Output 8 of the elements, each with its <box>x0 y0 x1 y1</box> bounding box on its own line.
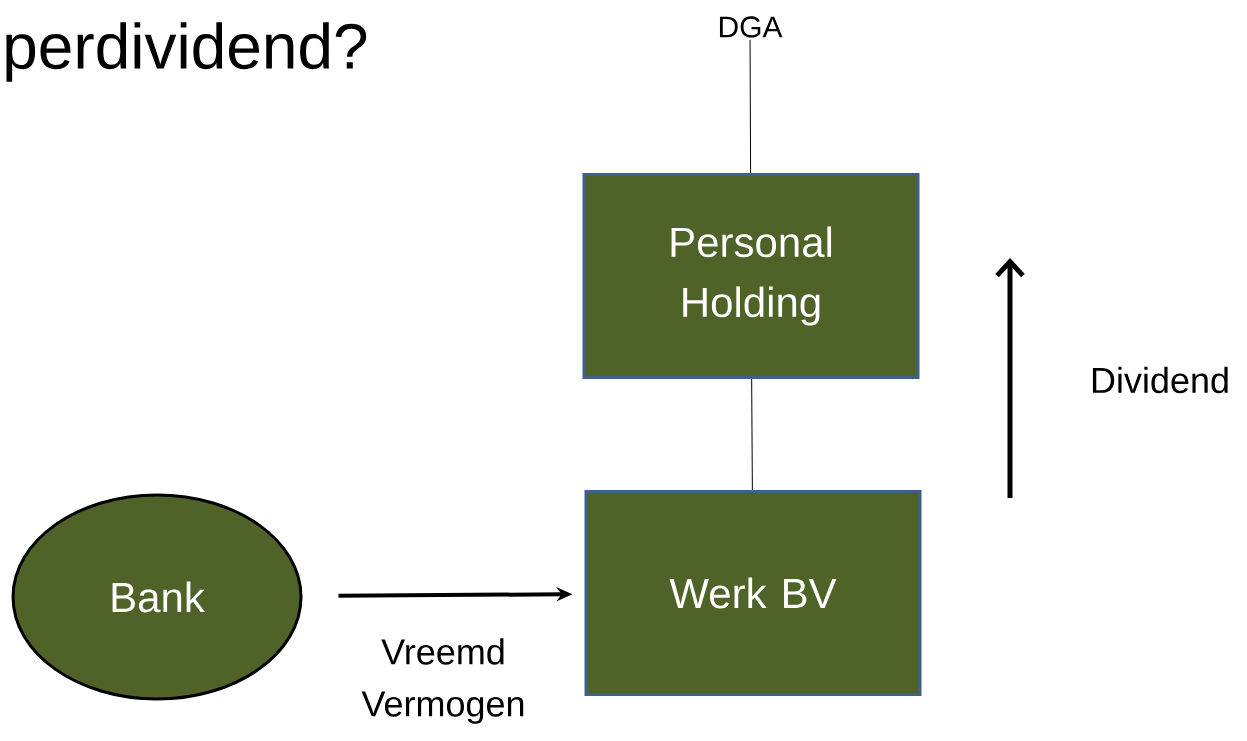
company-box: Personal Holding <box>582 173 920 379</box>
connector <box>751 378 753 491</box>
flow-label: Dividend <box>1092 366 1228 394</box>
title: perdividend? <box>6 22 367 82</box>
edge-label: Vreemd Vermogen <box>361 638 524 724</box>
connector <box>749 39 752 174</box>
company-box: Werk BV <box>584 490 922 696</box>
node-label: DGA <box>719 16 783 38</box>
